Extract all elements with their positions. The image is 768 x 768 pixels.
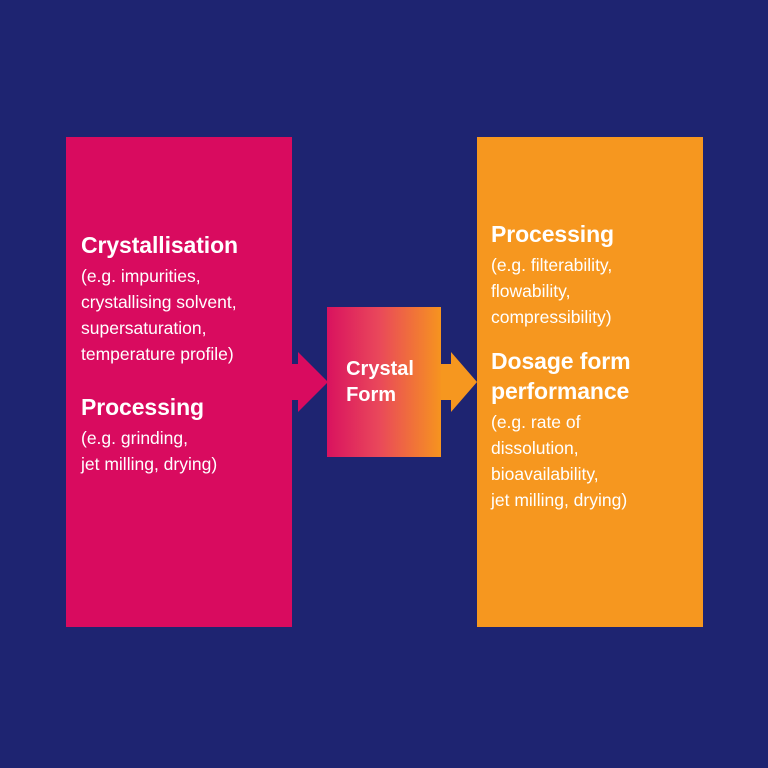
crystal-form-box: Crystal Form	[327, 307, 441, 457]
left-processing-detail: (e.g. grinding, jet milling, drying)	[81, 428, 218, 474]
right-processing-heading: Processing	[491, 221, 614, 247]
left-processing-heading: Processing	[81, 394, 204, 420]
crystallisation-detail: (e.g. impurities, crystallising solvent,…	[81, 266, 237, 364]
dosage-form-detail: (e.g. rate of dissolution, bioavailabili…	[491, 412, 628, 510]
right-arrow-icon	[441, 352, 477, 412]
left-panel-causes: Crystallisation (e.g. impurities, crysta…	[66, 137, 292, 627]
right-processing-detail: (e.g. filterability, flowability, compre…	[491, 255, 613, 327]
left-arrow-icon	[292, 352, 328, 412]
crystallisation-heading: Crystallisation	[81, 232, 238, 258]
right-panel-effects: Processing (e.g. filterability, flowabil…	[477, 137, 703, 627]
dosage-form-heading: Dosage form performance	[491, 348, 631, 404]
crystal-form-label: Crystal Form	[346, 358, 414, 406]
